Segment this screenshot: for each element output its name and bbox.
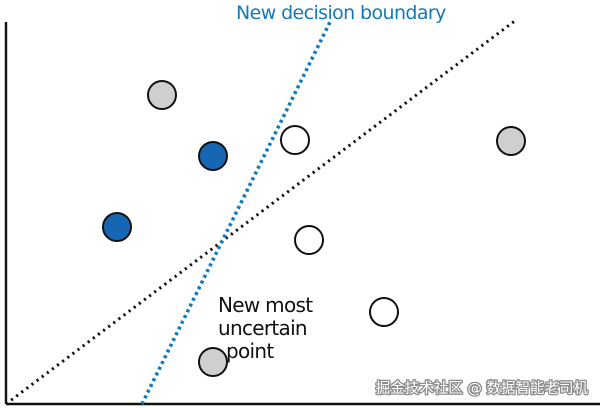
data-point-unlabeled (294, 225, 324, 255)
data-point-unlabeled (369, 297, 399, 327)
watermark-text: 掘金技术社区 @ 数据智能老司机 (376, 380, 589, 397)
old-decision-boundary (5, 18, 517, 406)
data-point-blue (102, 212, 132, 242)
data-points (102, 80, 526, 377)
new-decision-boundary (140, 21, 332, 405)
data-point-gray (496, 126, 526, 156)
data-point-blue (198, 141, 228, 171)
new-boundary-label: New decision boundary (236, 2, 446, 24)
uncertain-point-label-line2: uncertain (218, 316, 307, 340)
uncertain-point-label-line3: point (226, 339, 274, 363)
data-point-unlabeled (280, 125, 310, 155)
data-point-gray (198, 347, 228, 377)
uncertain-point-label-line1: New most (218, 293, 313, 317)
data-point-gray (147, 80, 177, 110)
